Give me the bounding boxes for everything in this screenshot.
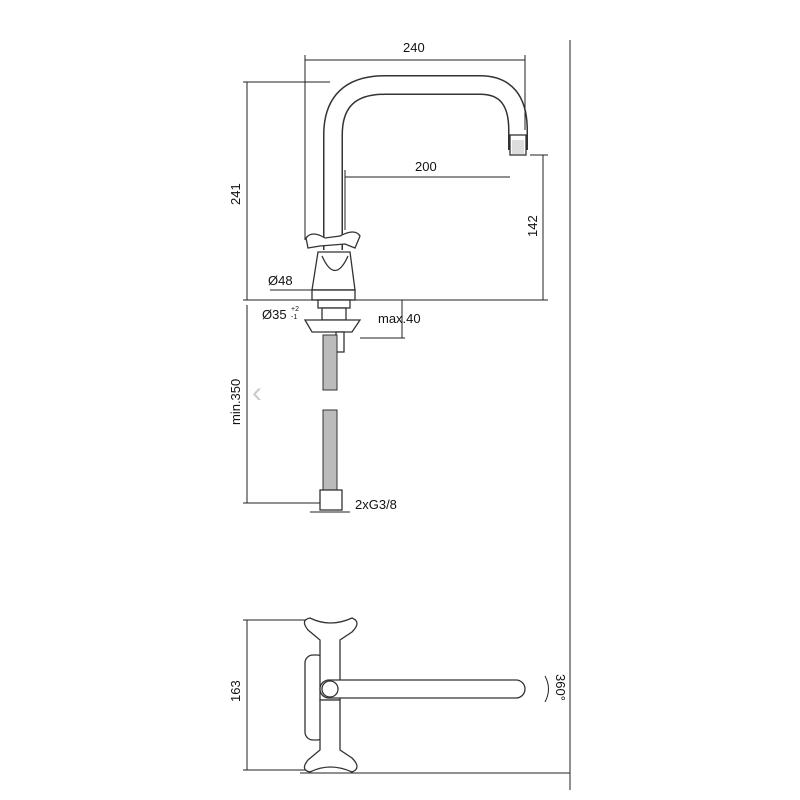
previous-arrow[interactable]: ‹: [252, 376, 262, 409]
dim-200: 200: [415, 159, 437, 174]
dim-142: 142: [525, 215, 540, 237]
dimension-lines: [243, 55, 548, 771]
dim-max-40: max.40: [378, 311, 421, 326]
dim-240: 240: [403, 40, 425, 55]
dim-base-diameter: Ø48: [268, 273, 293, 288]
dim-hole-tol-plus: +2: [291, 306, 299, 313]
supply-hose: [319, 334, 343, 511]
dim-163: 163: [228, 680, 243, 702]
dim-hole-diameter: Ø35: [262, 307, 287, 322]
dim-min-350: min.350: [228, 379, 243, 425]
dim-hole-tol-minus: -1: [291, 314, 297, 321]
faucet-top-view: [303, 617, 549, 773]
spout-side-view: [323, 75, 528, 250]
dim-connection: 2xG3/8: [355, 497, 397, 512]
dim-241: 241: [228, 183, 243, 205]
dim-rotation: 360°: [553, 674, 568, 701]
